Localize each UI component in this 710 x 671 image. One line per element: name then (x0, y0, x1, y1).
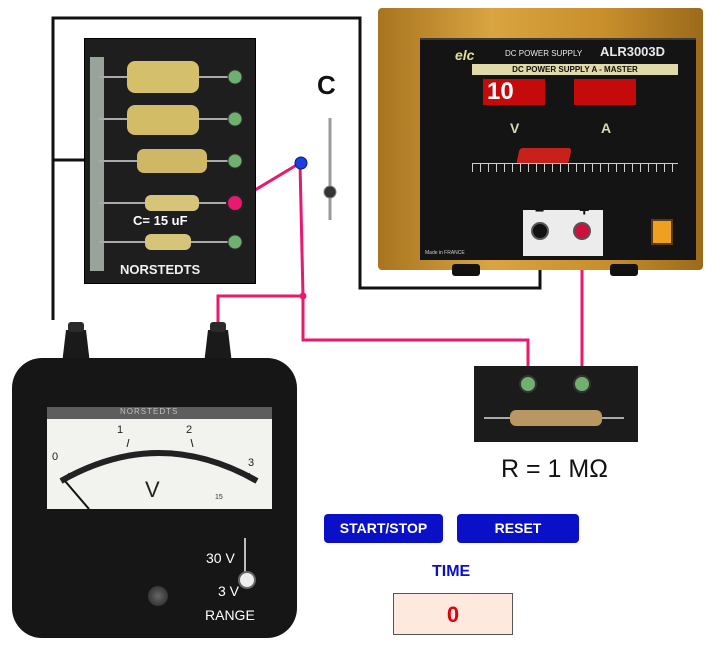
meter-scale (59, 438, 259, 509)
start-stop-button[interactable]: START/STOP (324, 514, 443, 543)
meter-mark: 15 (215, 494, 223, 501)
voltage-slider[interactable] (516, 148, 572, 164)
pink-junction (299, 292, 307, 300)
voltmeter-face (47, 407, 272, 509)
psu-brand: elc (455, 47, 475, 63)
capacitor-1 (99, 61, 243, 93)
meter-left-terminal (62, 322, 90, 364)
capacitor-2 (99, 105, 243, 135)
scale-tick-1: 1 (117, 424, 124, 436)
bus-bar (90, 57, 104, 271)
scale-tick-0: 0 (52, 451, 59, 463)
meter-right-terminal (204, 322, 232, 364)
meter-needle (64, 480, 90, 509)
voltage-display: 10 (483, 79, 545, 105)
capacitor-board (84, 38, 256, 284)
meter-unit: V (145, 477, 160, 502)
capacitor-4 (99, 195, 243, 211)
capacitor-board-brand: NORSTEDTS (120, 262, 201, 277)
voltage-slider-scale (472, 163, 678, 172)
range-option-3v[interactable]: 3 V (218, 583, 240, 599)
range-label: RANGE (205, 607, 255, 623)
resistor-label: R = 1 MΩ (501, 455, 608, 483)
psu-minus-label: − (535, 203, 545, 220)
psu-foot-left (452, 264, 480, 276)
switch-label: C (317, 70, 336, 100)
scale-tick-3: 3 (248, 457, 255, 469)
psu-foot-right (610, 264, 638, 276)
capacitor-value: C= 15 uF (133, 213, 188, 228)
psu-subtitle: DC POWER SUPPLY A - MASTER (472, 64, 678, 75)
psu-made-in: Made in FRANCE (425, 250, 465, 256)
resistor-component (484, 375, 624, 426)
range-switch-rail (244, 538, 246, 574)
current-display (574, 79, 636, 105)
switch-pivot-icon[interactable] (294, 156, 308, 170)
time-label: TIME (432, 563, 471, 580)
range-option-30v[interactable]: 30 V (206, 550, 235, 566)
time-display: 0 (393, 593, 513, 635)
zero-adjust-knob (148, 586, 168, 606)
capacitor-components (90, 57, 243, 271)
capacitor-3 (99, 149, 243, 173)
black-wire-top (51, 16, 542, 320)
current-label: A (601, 120, 612, 136)
pink-wire-resistor (301, 296, 530, 385)
power-switch[interactable] (651, 219, 673, 245)
resistor-board (474, 366, 638, 442)
psu-negative-terminal (531, 222, 549, 240)
scale-tick-2: 2 (186, 424, 193, 436)
psu-plus-label: + (579, 200, 590, 220)
switch-contact-icon[interactable] (323, 185, 337, 199)
capacitor-selected-terminal[interactable] (222, 190, 248, 216)
psu-model-small: DC POWER SUPPLY (505, 49, 583, 58)
meter-brand: NORSTEDTS (120, 407, 179, 416)
range-selector-knob[interactable] (238, 571, 256, 589)
voltage-label: V (510, 120, 520, 136)
capacitor-5 (99, 234, 243, 250)
psu-model: ALR3003D (600, 44, 666, 59)
psu-positive-terminal (573, 222, 591, 240)
reset-button[interactable]: RESET (457, 514, 579, 543)
